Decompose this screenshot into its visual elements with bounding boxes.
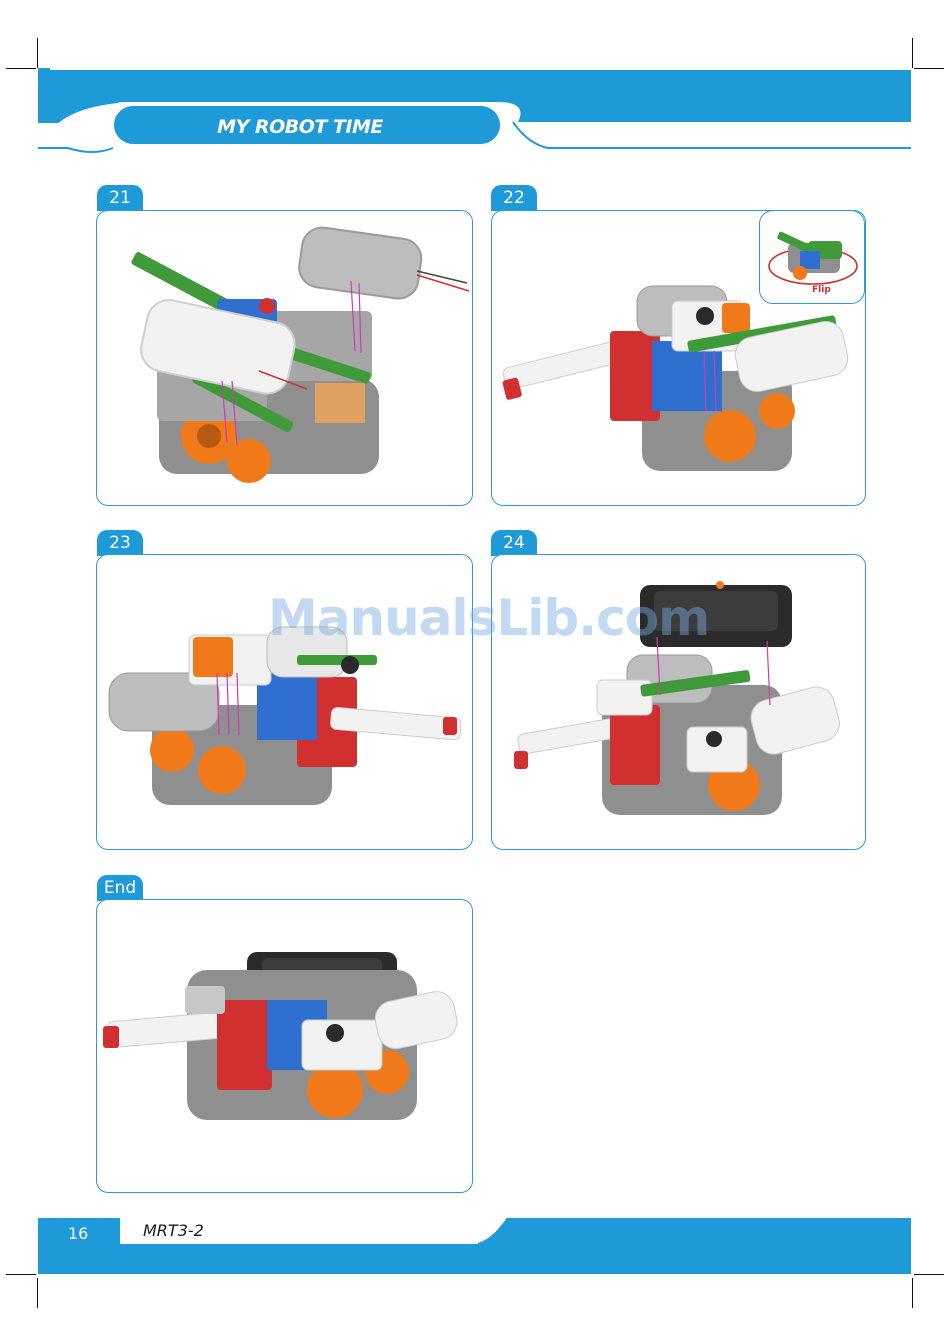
watermark: ManualsLib.com [268, 588, 698, 648]
crop-mark [6, 68, 36, 69]
crop-mark [914, 1274, 944, 1275]
model-name: MRT3-2 [143, 1221, 204, 1240]
crop-mark [6, 1274, 36, 1275]
step-panel-21 [96, 210, 473, 506]
robot-final-illustration [97, 900, 474, 1194]
step-number-tab: 23 [97, 530, 143, 556]
crop-mark [912, 1278, 913, 1308]
crop-mark [914, 68, 944, 69]
page-title: MY ROBOT TIME [140, 112, 460, 142]
step-panel-end [96, 899, 473, 1193]
robot-assembly-illustration [97, 211, 474, 507]
step-number-tab: End [97, 875, 143, 901]
step-number-tab: 22 [491, 185, 537, 211]
page-number: 16 [68, 1224, 88, 1243]
crop-mark [37, 38, 38, 68]
crop-mark [37, 1278, 38, 1308]
flip-label: Flip [812, 285, 831, 295]
step-number-tab: 21 [97, 185, 143, 211]
crop-mark [912, 38, 913, 68]
step-number-tab: 24 [491, 530, 537, 556]
